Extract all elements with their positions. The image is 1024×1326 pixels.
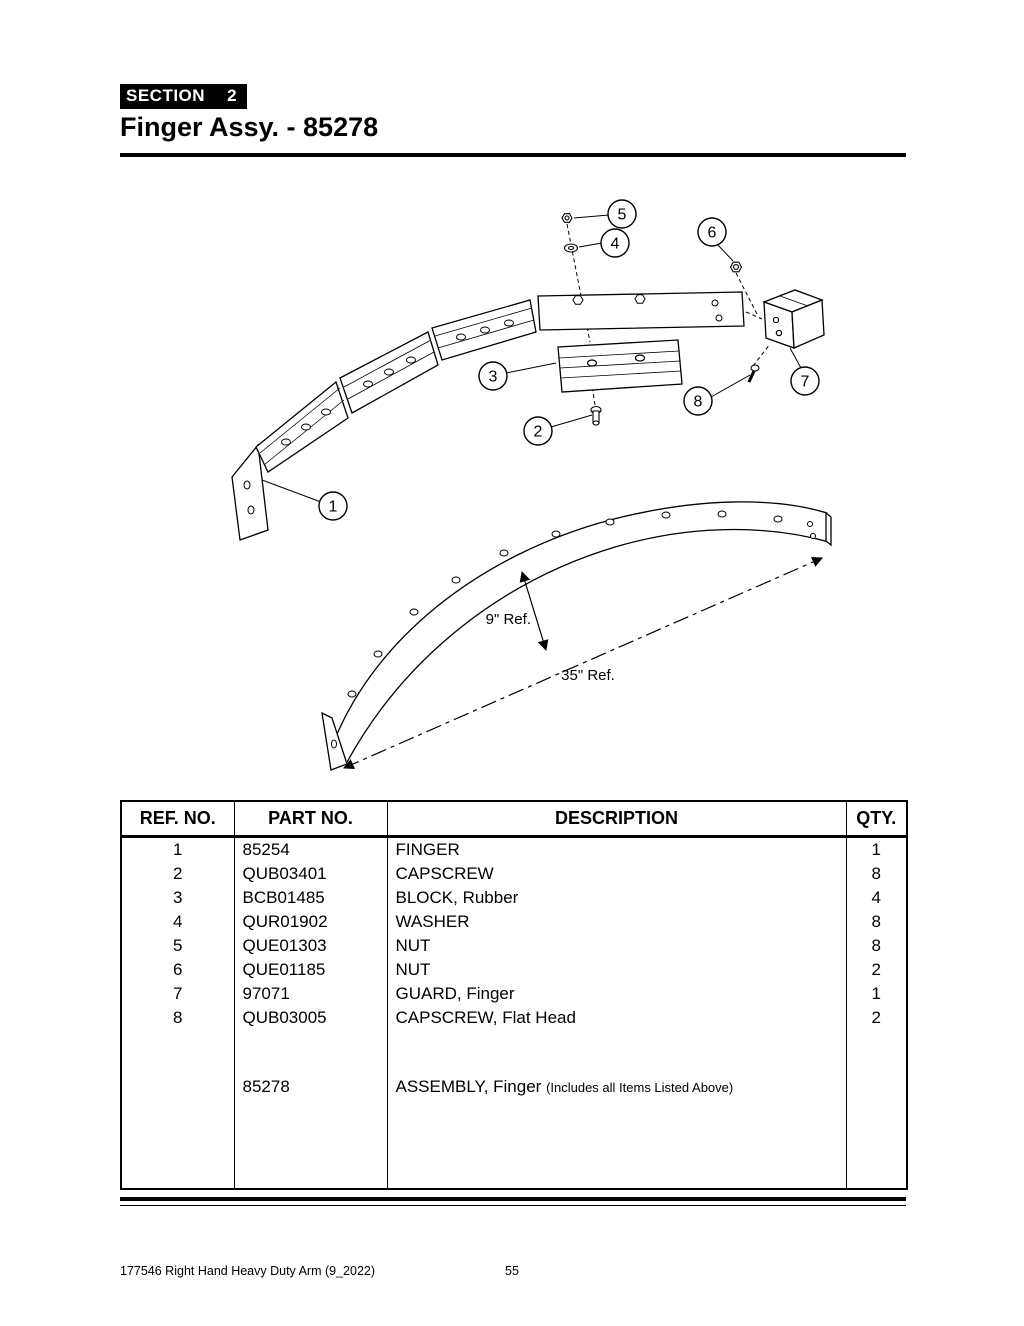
ref-35-label: 35" Ref.: [561, 667, 615, 684]
assembly-desc-note: (Includes all Items Listed Above): [546, 1080, 734, 1095]
table-filler-row: [120, 1103, 908, 1189]
header-part-no: PART NO.: [233, 801, 388, 838]
header-ref-no: REF. NO.: [120, 801, 235, 838]
finger-weldment-holes: [243, 294, 723, 515]
cell-qty: 8: [845, 934, 908, 958]
cell-part: QUB03005: [233, 1006, 388, 1030]
cell-part: QUE01303: [233, 934, 388, 958]
finger-bar-shape: [321, 501, 832, 771]
callout-8: 8: [683, 386, 713, 416]
cell-ref: 8: [120, 1006, 235, 1030]
table-row: 2 QUB03401 CAPSCREW 8: [120, 862, 908, 886]
table-row: 3 BCB01485 BLOCK, Rubber 4: [120, 886, 908, 910]
assembly-row: 85278 ASSEMBLY, Finger (Includes all Ite…: [120, 1072, 908, 1103]
cell-desc: CAPSCREW: [386, 862, 847, 886]
cell-qty: 1: [845, 836, 908, 862]
callout-2: 2: [523, 416, 553, 446]
callout-7-number: 7: [801, 374, 810, 391]
callout-6-number: 6: [708, 225, 717, 242]
cell-qty: 8: [845, 862, 908, 886]
section-label: SECTION: [126, 86, 206, 105]
callout-3: 3: [478, 361, 508, 391]
cell-part: 97071: [233, 982, 388, 1006]
section-tag: SECTION 2: [120, 84, 248, 109]
cell-ref: 6: [120, 958, 235, 982]
footer-rule-thick: [120, 1197, 906, 1201]
cell-desc: GUARD, Finger: [386, 982, 847, 1006]
cell-ref: 1: [120, 836, 235, 862]
header-qty: QTY.: [845, 801, 908, 838]
title-rule: [120, 153, 906, 157]
cell-qty: 8: [845, 910, 908, 934]
ref-9-label: 9" Ref.: [486, 611, 531, 628]
cell-desc: WASHER: [386, 910, 847, 934]
table-spacer-row: [120, 1030, 908, 1072]
table-header-row: REF. NO. PART NO. DESCRIPTION QTY.: [120, 801, 908, 838]
callout-6: 6: [697, 217, 727, 247]
cell-desc: CAPSCREW, Flat Head: [386, 1006, 847, 1030]
callout-1-number: 1: [329, 499, 338, 516]
nut6-glyph: [729, 261, 743, 273]
cell-desc: BLOCK, Rubber: [386, 886, 847, 910]
exploded-view-diagram: 35" Ref. 9" Ref.: [0, 172, 1024, 800]
cell-desc: FINGER: [386, 836, 847, 862]
washer-glyph: [563, 243, 579, 253]
callout-8-number: 8: [694, 394, 703, 411]
nut5-glyph: [561, 213, 573, 223]
cell-part: QUR01902: [233, 910, 388, 934]
footer-page-number: 55: [505, 1264, 519, 1278]
cell-qty: 2: [845, 1006, 908, 1030]
callout-2-number: 2: [534, 424, 543, 441]
dim-9in: 9" Ref.: [486, 570, 549, 652]
table-row: 1 85254 FINGER 1: [120, 836, 908, 862]
section-number: 2: [227, 86, 238, 105]
table-row: 5 QUE01303 NUT 8: [120, 934, 908, 958]
dim-35in: 35" Ref.: [343, 556, 823, 770]
callout-4-number: 4: [611, 236, 620, 253]
cell-ref: 5: [120, 934, 235, 958]
cell-part: QUB03401: [233, 862, 388, 886]
guard-glyph: [762, 289, 825, 349]
callout-3-number: 3: [489, 369, 498, 386]
flathead-screw-glyph: [747, 364, 760, 383]
cell-part: BCB01485: [233, 886, 388, 910]
cell-part: QUE01185: [233, 958, 388, 982]
cell-qty: 2: [845, 958, 908, 982]
cell-ref: 2: [120, 862, 235, 886]
cell-qty: 1: [845, 982, 908, 1006]
table-row: 6 QUE01185 NUT 2: [120, 958, 908, 982]
footer-rule-thin: [120, 1205, 906, 1206]
assembly-description: ASSEMBLY, Finger (Includes all Items Lis…: [386, 1072, 847, 1103]
cell-ref: 7: [120, 982, 235, 1006]
cell-qty: 4: [845, 886, 908, 910]
header-description: DESCRIPTION: [386, 801, 847, 838]
callout-1: 1: [318, 491, 348, 521]
cell-desc: NUT: [386, 934, 847, 958]
callout-leaders: [261, 214, 802, 503]
footer-document-id: 177546 Right Hand Heavy Duty Arm (9_2022…: [120, 1264, 376, 1278]
cell-ref: 4: [120, 910, 235, 934]
finger-weldment-slats: [259, 307, 535, 466]
page-title: Finger Assy. - 85278: [120, 112, 379, 142]
callout-4: 4: [600, 228, 630, 258]
assembly-part-no: 85278: [233, 1072, 388, 1103]
callout-7: 7: [790, 366, 820, 396]
cell-desc: NUT: [386, 958, 847, 982]
assembly-desc-main: ASSEMBLY, Finger: [395, 1077, 542, 1096]
callout-5: 5: [607, 199, 637, 229]
table-row: 4 QUR01902 WASHER 8: [120, 910, 908, 934]
cell-part: 85254: [233, 836, 388, 862]
callout-5-number: 5: [618, 207, 627, 224]
finger-assembly-drawing: 35" Ref. 9" Ref.: [231, 199, 832, 771]
table-row: 7 97071 GUARD, Finger 1: [120, 982, 908, 1006]
parts-table: REF. NO. PART NO. DESCRIPTION QTY. 1 852…: [120, 800, 908, 1190]
cell-ref: 3: [120, 886, 235, 910]
capscrew-glyph: [590, 405, 602, 426]
table-row: 8 QUB03005 CAPSCREW, Flat Head 2: [120, 1006, 908, 1030]
rubber-block: [557, 339, 683, 393]
